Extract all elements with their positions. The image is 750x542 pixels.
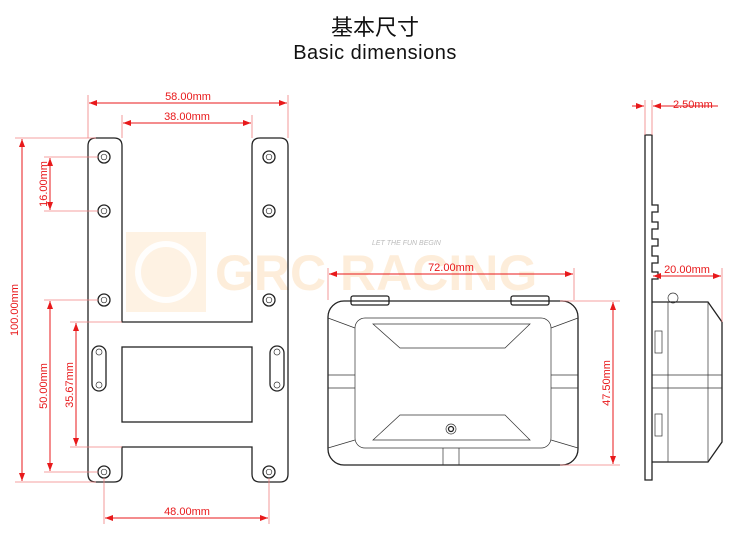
device-front-view — [327, 295, 579, 466]
dimension-label: 48.00mm — [164, 506, 210, 518]
slots — [91, 345, 285, 392]
dimension-label: 58.00mm — [165, 91, 211, 103]
dimension-label: 72.00mm — [428, 262, 474, 274]
mounting-plate — [87, 137, 289, 483]
mounting-holes — [97, 150, 276, 479]
dimension-label: 47.50mm — [601, 360, 613, 406]
dimension-label: 50.00mm — [38, 363, 50, 409]
device-side-view — [644, 134, 723, 481]
dimension-label: 20.00mm — [664, 264, 710, 276]
front-dimensions: 72.00mm 47.50mm — [327, 262, 620, 466]
watermark-logo: GRC RACING LET THE FUN BEGIN — [126, 232, 537, 312]
dimension-label: 2.50mm — [673, 99, 713, 111]
title-chinese: 基本尺寸 — [330, 16, 419, 41]
dimension-label: 100.00mm — [9, 284, 21, 336]
dimension-label: 16.00mm — [38, 161, 50, 207]
title-english: Basic dimensions — [293, 42, 457, 64]
plate-window — [121, 346, 253, 423]
dimension-label: 35.67mm — [64, 362, 76, 408]
side-dimensions: 2.50mm 20.00mm — [632, 99, 723, 322]
watermark-brand: GRC RACING — [215, 245, 537, 301]
dimension-label: 38.00mm — [164, 111, 210, 123]
plate-dimensions: 58.00mm 38.00mm 100.00mm 16.00mm 50.00mm… — [9, 91, 289, 524]
watermark-slogan: LET THE FUN BEGIN — [372, 240, 442, 247]
